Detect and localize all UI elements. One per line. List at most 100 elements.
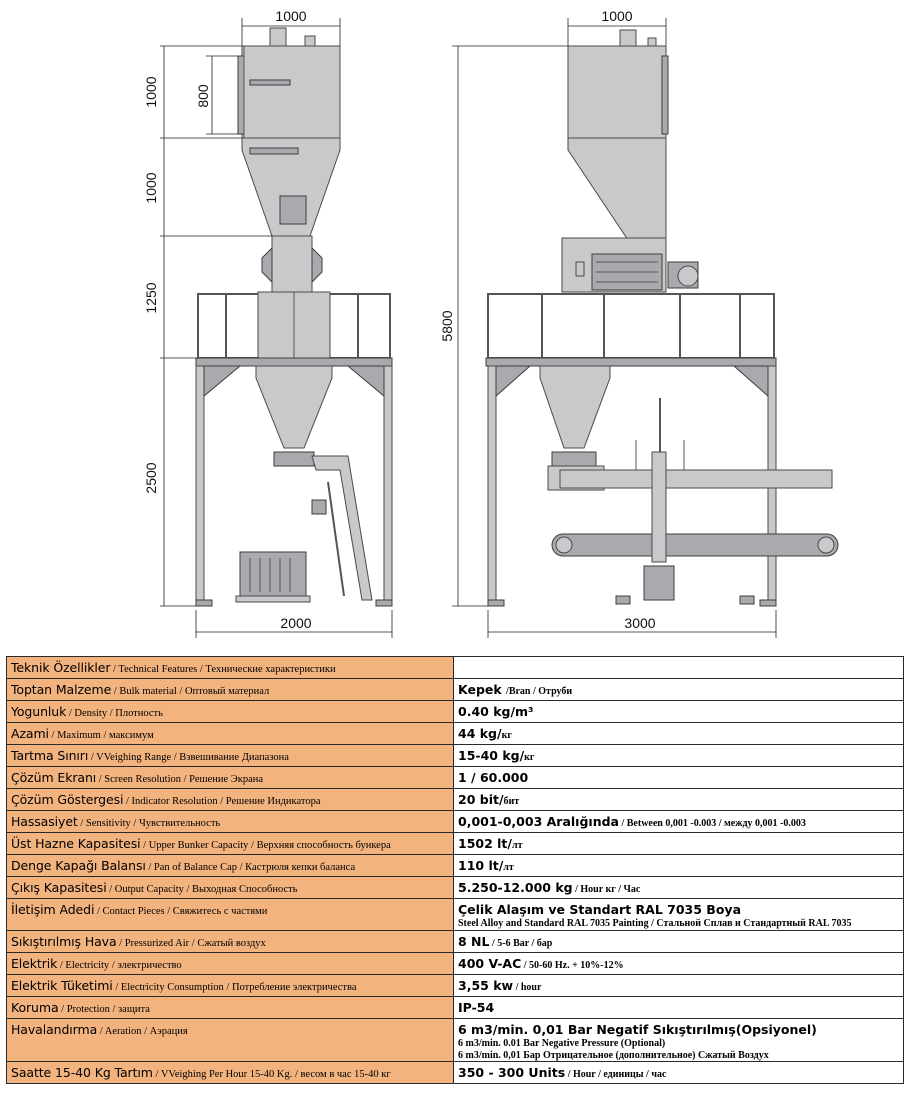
spec-value: 6 m3/min. 0,01 Bar Negatif Sıkıştırılmış… [458,1021,817,1037]
spec-label-translation: / Aeration / Аэрация [97,1025,188,1037]
spec-label-cell: Tartma Sınırı / VVeighing Range / Взвеши… [6,744,454,767]
spec-label-translation: / Output Capacity / Выходная Способность [106,884,298,895]
spec-value-unit: / hour [513,981,542,993]
spec-label-cell: Çözüm Göstergesi / Indicator Resolution … [6,788,454,811]
spec-value-cell: 350 - 300 Units / Hour / единицы / час [453,1061,904,1085]
spec-label-translation: / Screen Resolution / Решение Экрана [96,774,264,785]
spec-label-tr: Toptan Malzeme [11,682,112,697]
spec-value: 44 kg/ [458,726,502,741]
spec-value-cell: 8 NL / 5-6 Bar / бар [453,929,904,953]
spec-value-unit: / Hour кг / Час [572,884,641,895]
spec-label-cell: Koruma / Protection / защита [6,995,454,1019]
spec-value-unit: /Bran / Отруби [506,686,573,697]
spec-value: 3,55 kw [458,977,514,993]
spec-value-extra-line: 6 m3/min. 0.01 Bar Negative Pressure (Op… [458,1038,666,1050]
spec-value-cell: 5.250-12.000 kg / Hour кг / Час [453,876,904,899]
spec-value-unit: кг [524,752,535,763]
front-view-drawing: 1000 [143,8,393,638]
spec-label-translation: / Contact Pieces / Свяжитесь с частями [94,906,268,917]
spec-value-unit: / 50-60 Hz. + 10%-12% [521,959,624,971]
spec-label-tr: Teknik Özellikler [11,660,111,675]
spec-label-translation: / Indicator Resolution / Решение Индикат… [123,796,321,807]
spec-value: 400 V-AC [458,955,522,971]
dim-left-h-inner: 800 [195,84,211,108]
table-row: Toptan Malzeme / Bulk material / Оптовый… [6,678,904,701]
spec-value: 20 bit/ [458,792,504,807]
specifications-table-body: Teknik Özellikler / Technical Features /… [6,656,904,1085]
spec-label-translation: / Maximum / максимум [48,730,154,741]
spec-value-cell: 3,55 kw / hour [453,973,904,997]
dim-left-h4: 2500 [143,462,159,493]
dim-right-top-width: 1000 [601,8,632,24]
spec-value-cell: 15-40 kg/кг [453,744,904,767]
spec-value-cell: IP-54 [453,995,904,1019]
table-row: Üst Hazne Kapasitesi / Upper Bunker Capa… [6,832,904,855]
spec-value-cell: 6 m3/min. 0,01 Bar Negatif Sıkıştırılmış… [453,1017,904,1063]
spec-label-tr: Elektrik Tüketimi [11,977,113,993]
spec-value-extra-line: Steel Alloy and Standard RAL 7035 Painti… [458,918,852,930]
spec-value: Kepek [458,682,507,697]
spec-label-translation: / Upper Bunker Capacity / Верхняя способ… [140,840,391,851]
spec-label-tr: Azami [11,726,49,741]
spec-value-cell: 0,001-0,003 Aralığında / Between 0,001 -… [453,810,904,833]
side-view-drawing: 1000 [439,8,839,638]
table-row: Hassasiyet / Sensitivity / Чувствительно… [6,810,904,833]
spec-label-tr: Üst Hazne Kapasitesi [11,836,141,851]
spec-label-translation: / Bulk material / Оптовый материал [111,686,270,697]
spec-value-unit: кг [501,730,512,741]
spec-value-cell [453,656,904,679]
spec-value-cell: 44 kg/кг [453,722,904,745]
spec-label-cell: Teknik Özellikler / Technical Features /… [6,656,454,679]
spec-label-tr: Denge Kapağı Balansı [11,858,146,873]
spec-label-cell: Elektrik Tüketimi / Electricity Consumpt… [6,973,454,997]
spec-label-translation: / VVeighing Per Hour 15-40 Kg. / весом в… [152,1069,391,1081]
table-row: Elektrik / Electricity / электричество 40… [6,951,904,975]
spec-label-translation: / Electricity Consumption / Потребление … [112,981,357,993]
spec-label-translation: / Pressurized Air / Сжатый воздух [116,937,266,949]
spec-value: 0.40 kg/m³ [458,704,534,719]
specifications-table: Teknik Özellikler / Technical Features /… [6,656,904,1085]
spec-label-translation: / VVeighing Range / Взвешивание Диапазон… [88,752,289,763]
spec-value: 8 NL [458,933,490,949]
table-row: Tartma Sınırı / VVeighing Range / Взвеши… [6,744,904,767]
table-row: Yogunluk / Density / Плотность 0.40 kg/m³ [6,700,904,723]
spec-value-unit: / Hour / единицы / час [565,1069,667,1081]
spec-label-cell: Yogunluk / Density / Плотность [6,700,454,723]
spec-value-unit: / Between 0,001 -0.003 / между 0,001 -0.… [618,818,806,829]
spec-value-unit: / 5-6 Bar / бар [489,937,553,949]
spec-value-cell: 1502 lt/лт [453,832,904,855]
spec-label-cell: Hassasiyet / Sensitivity / Чувствительно… [6,810,454,833]
table-row: Çözüm Göstergesi / Indicator Resolution … [6,788,904,811]
spec-label-tr: Hassasiyet [11,814,78,829]
spec-value: 350 - 300 Units [458,1065,566,1081]
spec-label-cell: Havalandırma / Aeration / Аэрация [6,1017,454,1063]
table-row: Sıkıştırılmış Hava / Pressurized Air / С… [6,929,904,953]
dim-left-top-width: 1000 [275,8,306,24]
spec-label-cell: Denge Kapağı Balansı / Pan of Balance Ca… [6,854,454,877]
spec-label-tr: Çözüm Göstergesi [11,792,124,807]
spec-label-cell: Saatte 15-40 Kg Tartım / VVeighing Per H… [6,1061,454,1085]
spec-label-translation: / Protection / защита [58,1003,150,1015]
spec-label-tr: Çıkış Kapasitesi [11,880,107,895]
spec-value-extra-line: 6 m3/min. 0,01 Бар Отрицательное (дополн… [458,1049,769,1061]
dim-left-bottom-width: 2000 [280,615,311,631]
spec-label-translation: / Electricity / электричество [57,959,182,971]
dim-left-h1: 1000 [143,76,159,107]
spec-label-cell: Sıkıştırılmış Hava / Pressurized Air / С… [6,929,454,953]
spec-label-tr: Tartma Sınırı [11,748,89,763]
spec-value-unit: лт [503,862,514,873]
spec-label-tr: Havalandırma [11,1021,98,1037]
spec-value: 5.250-12.000 kg [458,880,573,895]
spec-label-tr: Elektrik [11,955,58,971]
spec-label-tr: Koruma [11,999,59,1015]
spec-value-unit: бит [503,796,520,807]
spec-label-cell: İletişim Adedi / Contact Pieces / Свяжит… [6,898,454,931]
spec-label-cell: Üst Hazne Kapasitesi / Upper Bunker Capa… [6,832,454,855]
spec-value-cell: 1 / 60.000 [453,766,904,789]
spec-value: 110 lt/ [458,858,504,873]
dim-left-h3: 1250 [143,282,159,313]
spec-label-tr: Çözüm Ekranı [11,770,97,785]
